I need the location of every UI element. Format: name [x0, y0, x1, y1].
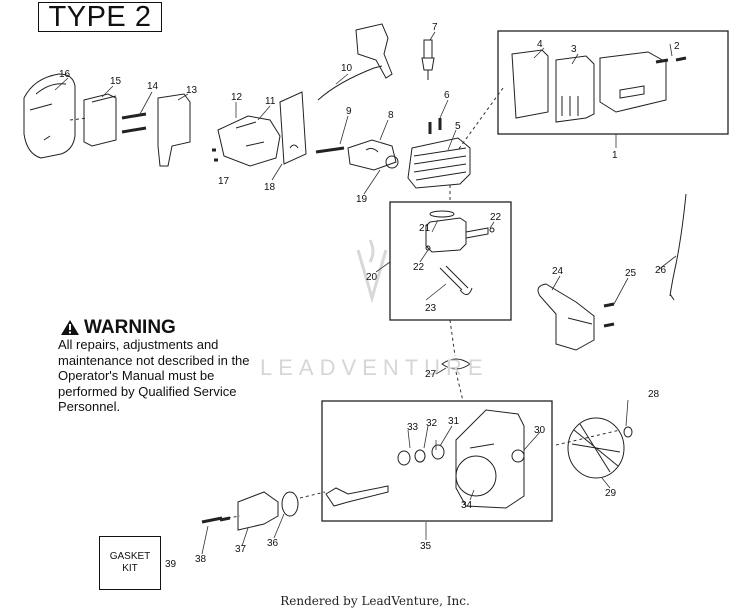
screw-part [121, 112, 147, 134]
callout-19: 19 [356, 194, 368, 205]
callout-32: 32 [426, 418, 438, 429]
callout-16: 16 [59, 69, 71, 80]
callout-22a: 22 [490, 212, 502, 223]
callout-26: 26 [655, 265, 667, 276]
callout-24: 24 [552, 266, 564, 277]
callout-35: 35 [420, 541, 432, 552]
callout-37: 37 [235, 544, 247, 555]
callout-3: 3 [571, 44, 577, 55]
callout-7: 7 [432, 22, 438, 33]
callout-13: 13 [186, 85, 198, 96]
callout-30: 30 [534, 425, 546, 436]
connecting-rod-part [439, 265, 473, 295]
piston-pin-part [465, 227, 489, 239]
callout-1: 1 [612, 150, 618, 161]
callout-15: 15 [110, 76, 122, 87]
callout-10: 10 [341, 63, 353, 74]
callout-8: 8 [388, 110, 394, 121]
callout-5: 5 [455, 121, 461, 132]
callout-25: 25 [625, 268, 637, 279]
crankshaft-part [325, 485, 389, 507]
callout-27: 27 [425, 369, 437, 380]
callout-36: 36 [267, 538, 279, 549]
warning-heading: WARNING [84, 317, 176, 338]
callout-numbers: 1 2 3 4 5 6 7 8 9 10 11 12 13 14 15 16 1… [59, 22, 680, 570]
callout-20: 20 [366, 272, 378, 283]
spark-plug-wire-part [669, 193, 687, 301]
callout-33: 33 [407, 422, 419, 433]
callout-39: 39 [165, 559, 177, 570]
gasket-kit-line2: KIT [122, 563, 138, 574]
carburetor-part [217, 115, 281, 167]
crankcase-gasket-part [441, 358, 471, 370]
muffler-mount-part [347, 139, 397, 171]
callout-31: 31 [448, 416, 460, 427]
callout-14: 14 [147, 81, 159, 92]
throttle-trigger-part [355, 23, 393, 79]
crankcase-part [455, 409, 525, 509]
seal-ring-part [511, 449, 525, 463]
footer-credit: Rendered by LeadVenture, Inc. [280, 594, 470, 608]
spark-plug-part [421, 39, 435, 80]
watermark-text: LEADVENTURE [260, 355, 489, 380]
gasket-kit-box: GASKET KIT [99, 536, 161, 590]
piston-part [425, 217, 467, 253]
callout-22b: 22 [413, 262, 425, 273]
diagram-type-title: TYPE 2 [38, 2, 162, 32]
callout-18: 18 [264, 182, 276, 193]
air-filter-cover-part [23, 73, 76, 159]
callout-2: 2 [674, 41, 680, 52]
callout-29: 29 [605, 488, 617, 499]
warning-text: All repairs, adjustments and maintenance… [58, 337, 250, 415]
callout-21: 21 [419, 223, 431, 234]
muffler-part [599, 51, 667, 113]
cylinder-part [407, 137, 471, 189]
bearing-housing-part [455, 455, 497, 497]
callout-34: 34 [461, 500, 473, 511]
ignition-coil-part [537, 283, 595, 351]
insulator-plate-part [279, 91, 307, 165]
o-ring-part [281, 491, 299, 517]
crankcase-group-box [321, 400, 553, 522]
callout-4: 4 [537, 39, 543, 50]
gasket-kit-line1: GASKET [109, 551, 151, 562]
piston-ring-part [429, 210, 455, 218]
flywheel-nut-part [623, 426, 633, 438]
air-filter-part [83, 93, 117, 147]
callout-9: 9 [346, 106, 352, 117]
clip-part [385, 155, 399, 169]
carb-adapter-part [157, 93, 191, 167]
warning-triangle-icon [61, 320, 79, 335]
muffler-plate-part [555, 55, 595, 123]
callout-12: 12 [231, 92, 243, 103]
callout-17: 17 [218, 176, 230, 187]
throttle-rod-part [317, 65, 383, 101]
heat-shield-part [511, 49, 549, 119]
callout-6: 6 [444, 90, 450, 101]
muffler-group-box [497, 30, 729, 135]
watermark-logo-icon [356, 239, 388, 304]
crankcase-cover-part [237, 491, 279, 531]
callout-11: 11 [265, 96, 276, 107]
flywheel-part [567, 417, 625, 479]
callout-38: 38 [195, 554, 207, 565]
callout-28: 28 [648, 389, 660, 400]
callout-23: 23 [425, 303, 437, 314]
